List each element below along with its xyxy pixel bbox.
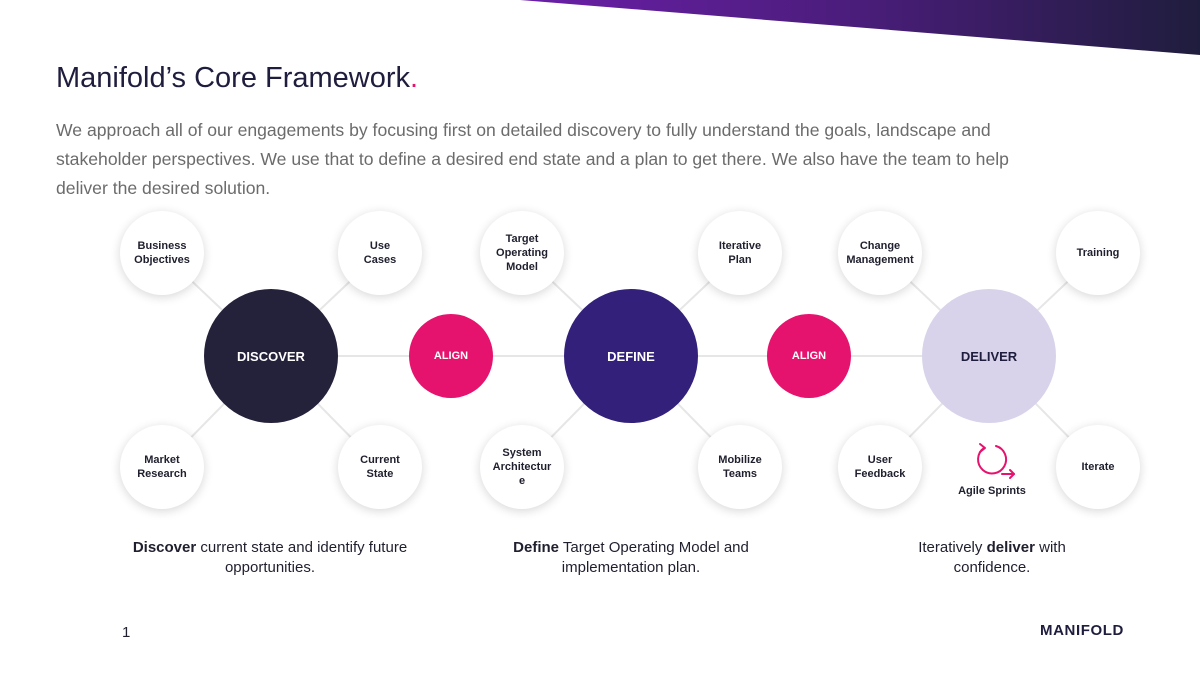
caption-deliver: Iteratively deliver with confidence. [918,539,1066,576]
node-business-objectives: Business Objectives [120,211,204,295]
hub-define: DEFINE [564,289,698,423]
caption-define: Define Target Operating Model and implem… [513,539,749,576]
node-target-operating-model: Target Operating Model [480,211,564,295]
node-iterate: Iterate [1056,425,1140,509]
node-market-research: Market Research [120,425,204,509]
node-current-state: Current State [338,425,422,509]
node-change-management: Change Management [838,211,922,295]
agile-sprints-label: Agile Sprints [958,485,1026,497]
node-iterative-plan: Iterative Plan [698,211,782,295]
node-training: Training [1056,211,1140,295]
header-accent-band [520,0,1200,55]
caption-discover: Discover current state and identify futu… [132,539,408,576]
agile-sprints: Agile Sprints [952,438,1032,497]
title-accent-dot: . [410,62,419,94]
node-use-cases: Use Cases [338,211,422,295]
node-system-architecture: System Architectur e [480,425,564,509]
page-number: 1 [122,624,131,641]
align-node-2: ALIGN [767,314,851,398]
align-node-1: ALIGN [409,314,493,398]
node-user-feedback: User Feedback [838,425,922,509]
page-title: Manifold’s Core Framework. [56,62,419,94]
intro-paragraph: We approach all of our engagements by fo… [56,120,1009,198]
node-mobilize-teams: Mobilize Teams [698,425,782,509]
cycle-arrow-icon [977,443,1015,479]
hub-deliver: DELIVER [922,289,1056,423]
manifold-logo: MANIFOLD [1040,622,1124,639]
hub-discover: DISCOVER [204,289,338,423]
